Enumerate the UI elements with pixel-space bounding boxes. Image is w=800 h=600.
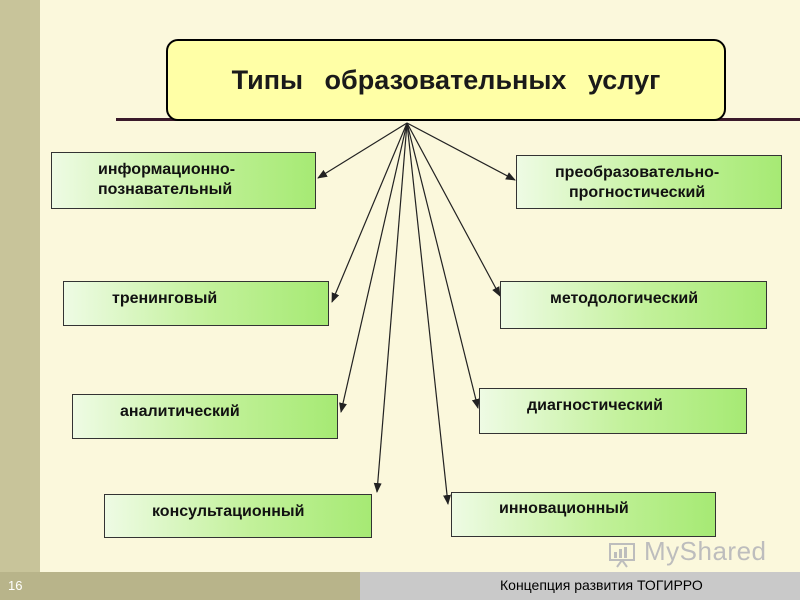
arrow-to-diagnostic [406,122,480,409]
arrow-to-methodological [406,122,501,297]
node-diagnostic-label: диагностический [527,397,663,414]
slide-number: 16 [8,578,23,593]
arrow-to-innovative [406,122,452,505]
watermark-text: MyShared [644,536,767,566]
node-methodological: методологический [500,281,767,329]
node-training-label: тренинговый [112,290,218,307]
node-informational-label: информационно- познавательный [98,161,236,198]
arrow-to-transformational [406,122,516,181]
title-box: Типы образовательных услуг [166,39,726,121]
node-consulting: консультационный [104,494,372,538]
node-diagnostic: диагностический [479,388,747,434]
watermark-logo-icon [609,543,635,568]
node-analytical-label: аналитический [120,403,240,420]
node-analytical: аналитический [72,394,338,439]
left-decorative-strip [0,0,40,572]
node-innovative-label: инновационный [499,500,629,517]
footer-left-panel [0,572,360,600]
arrow-to-consulting [373,122,408,493]
node-methodological-label: методологический [550,290,699,307]
node-consulting-label: консультационный [152,503,305,520]
node-transformational-label: преобразовательно- прогностический [555,164,720,201]
diagram-title: Типы образовательных услуг [231,64,661,95]
arrow-to-training [331,122,408,303]
node-informational: информационно- познавательный [51,152,316,209]
node-training: тренинговый [63,281,329,326]
node-innovative: инновационный [451,492,716,537]
footer-caption: Концепция развития ТОГИРРО [500,577,703,593]
node-transformational: преобразовательно- прогностический [516,155,782,209]
arrow-to-analytical [339,122,408,413]
arrow-to-informational [317,122,408,179]
